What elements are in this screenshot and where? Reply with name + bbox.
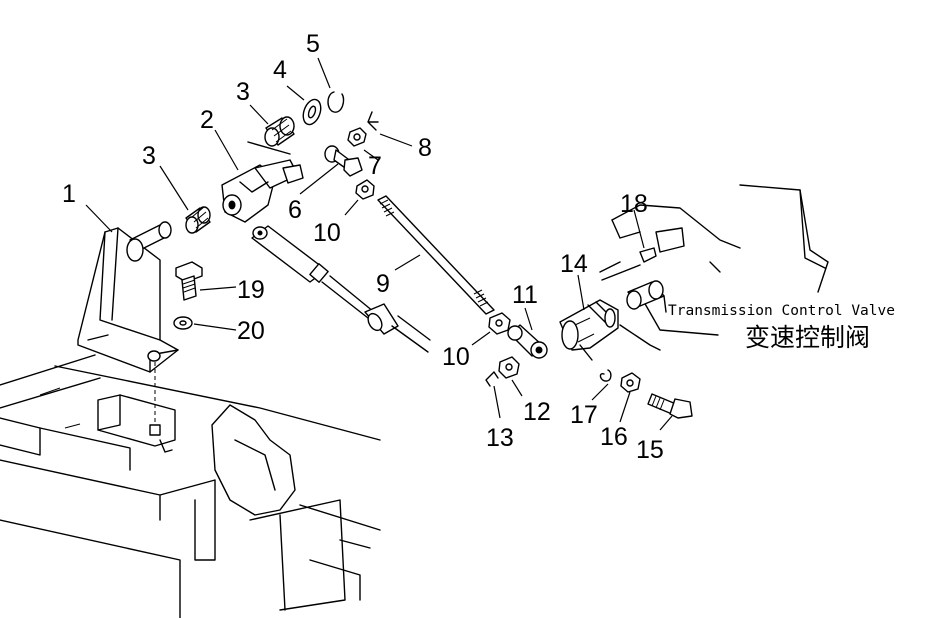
callout-12: 12 — [523, 398, 551, 426]
callout-9: 9 — [376, 270, 390, 298]
callout-11: 11 — [512, 281, 538, 309]
rod-end-part-11 — [507, 324, 548, 359]
callout-16: 16 — [600, 423, 628, 451]
callout-1: 1 — [62, 180, 76, 208]
callout-7: 7 — [368, 152, 382, 180]
washer-part-4 — [302, 98, 322, 126]
bolt-part-19 — [175, 261, 203, 301]
nut-part-16 — [620, 372, 641, 393]
control-cable — [251, 225, 431, 353]
nut-part-7 — [347, 127, 367, 147]
bolt-part-15 — [647, 393, 693, 419]
callout-2: 2 — [200, 106, 214, 134]
yoke-part-14 — [559, 299, 619, 361]
cotter-pin-part-13 — [485, 371, 499, 387]
lever-part-2 — [221, 141, 304, 223]
callout-10-upper: 10 — [313, 219, 341, 247]
pin-part-18 — [639, 247, 657, 263]
callout-10-lower: 10 — [442, 343, 470, 371]
snap-ring-part-17 — [599, 369, 612, 382]
callout-19: 19 — [237, 276, 265, 304]
snap-ring-part-5 — [327, 91, 345, 113]
callout-numbers: 1 2 3 3 4 5 6 7 8 9 10 10 11 12 13 14 15… — [62, 30, 664, 464]
washer-part-20 — [173, 316, 193, 330]
bushing-part-3-upper — [264, 116, 295, 147]
bushing-part-3-lower — [185, 206, 211, 234]
caption-chinese: 变速控制阀 — [745, 323, 870, 352]
nut-part-10-upper — [355, 179, 375, 200]
leader-lines — [85, 57, 673, 431]
cotter-pin-part-8 — [367, 111, 379, 131]
callout-14: 14 — [560, 250, 588, 278]
callout-3-upper: 3 — [236, 78, 250, 106]
callout-18: 18 — [620, 190, 648, 218]
bracket-part-1 — [77, 221, 179, 436]
callout-4: 4 — [273, 56, 287, 84]
callout-3-lower: 3 — [142, 142, 156, 170]
nut-part-12 — [498, 356, 520, 379]
callout-8: 8 — [418, 134, 432, 162]
caption-english: Transmission Control Valve — [668, 303, 895, 319]
callout-5: 5 — [306, 30, 320, 58]
transmission-control-valve — [599, 184, 829, 351]
nut-part-10-lower — [488, 312, 511, 335]
rod-part-9 — [377, 195, 495, 315]
callout-6: 6 — [288, 196, 302, 224]
chassis-frame — [0, 354, 381, 618]
callout-15: 15 — [636, 436, 664, 464]
callout-13: 13 — [486, 424, 514, 452]
callout-17: 17 — [570, 401, 598, 429]
callout-20: 20 — [237, 317, 265, 345]
rod-end-part-6 — [324, 145, 363, 177]
